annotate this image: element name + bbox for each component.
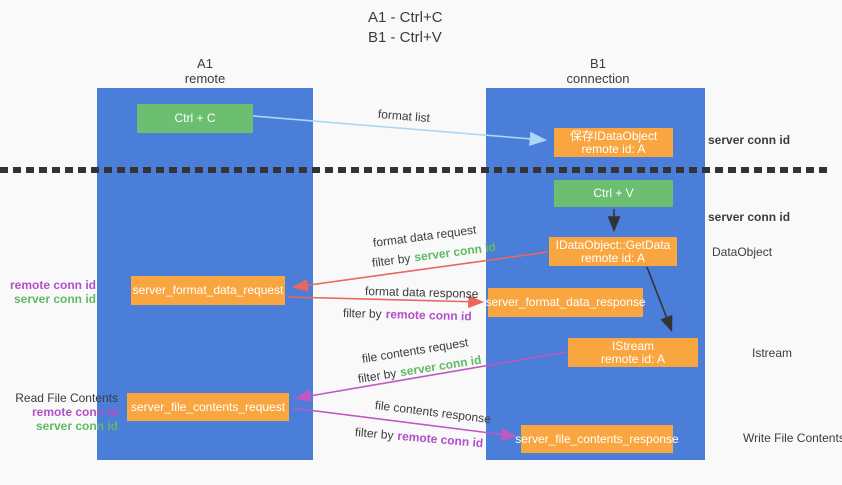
column-b1-id: B1 [590, 56, 606, 71]
node-ctrl-c: Ctrl + C [137, 104, 253, 133]
label-format-data-response: format data response [364, 284, 479, 301]
node-server-format-data-request: server_format_data_request [131, 276, 285, 305]
column-a1-id: A1 [197, 56, 213, 71]
node-server-file-contents-response-label: server_file_contents_response [515, 431, 679, 446]
right-label-server-conn-id-top: server conn id [708, 133, 791, 147]
node-server-format-data-request-label: server_format_data_request [132, 283, 284, 297]
remote-conn-id-text: remote conn id [385, 307, 472, 324]
node-server-format-data-response-label: server_format_data_response [485, 295, 646, 309]
title-line-b1: B1 - Ctrl+V [368, 29, 442, 46]
left-read-file-contents-block: Read File Contents remote conn id server… [6, 391, 118, 433]
left-label-remote-conn-id-2: remote conn id [31, 405, 118, 419]
left-label-server-conn-id-2: server conn id [35, 419, 118, 433]
column-header-a1: A1 remote [150, 56, 260, 86]
session-divider-dashed-line [0, 167, 828, 173]
diagram-title: A1 - Ctrl+C B1 - Ctrl+V [368, 8, 443, 48]
left-label-remote-conn-id-1: remote conn id [9, 278, 96, 292]
arrow-getdata-to-istream [646, 266, 673, 332]
node-ctrl-c-label: Ctrl + C [174, 111, 216, 125]
right-label-istream: Istream [752, 346, 793, 360]
node-ctrl-v-label: Ctrl + V [593, 186, 634, 200]
node-save-idataobject-remote-id: remote id: A [581, 141, 646, 156]
node-istream-title: IStream [611, 338, 654, 353]
node-server-file-contents-request-label: server_file_contents_request [130, 399, 286, 414]
arrow-format-data-response [287, 295, 485, 309]
arrow-file-contents-request [294, 351, 567, 403]
column-b1-role: connection [566, 71, 630, 86]
node-ctrl-v: Ctrl + V [554, 180, 673, 207]
node-istream-remote-id: remote id: A [600, 351, 666, 366]
node-idataobject-getdata: IDataObject::GetData remote id: A [549, 237, 677, 266]
node-server-file-contents-response: server_file_contents_response [515, 425, 679, 453]
left-label-read-file-contents: Read File Contents [15, 391, 118, 405]
node-save-idataobject: 保存IDataObject remote id: A [554, 128, 673, 157]
node-server-file-contents-request: server_file_contents_request [127, 393, 289, 421]
node-istream: IStream remote id: A [568, 338, 698, 367]
right-label-write-file-contents: Write File Contents [743, 431, 842, 445]
column-a1-role: remote [184, 71, 226, 86]
column-header-b1: B1 connection [543, 56, 653, 86]
node-server-format-data-response: server_format_data_response [485, 288, 646, 317]
node-getdata-remote-id: remote id: A [580, 250, 646, 265]
arrow-file-contents-response [291, 407, 518, 441]
right-label-dataobject: DataObject [712, 245, 773, 259]
right-label-server-conn-id-mid: server conn id [708, 210, 791, 224]
left-label-server-conn-id-1: server conn id [13, 292, 96, 306]
arrow-format-list [252, 115, 548, 146]
left-conn-id-block-1: remote conn id server conn id [6, 278, 96, 306]
filter-by-text: filter by [342, 306, 382, 322]
node-getdata-title: IDataObject::GetData [555, 237, 671, 252]
arrow-format-data-request [291, 251, 549, 292]
title-line-a1: A1 - Ctrl+C [368, 9, 443, 26]
node-save-idataobject-title: 保存IDataObject [569, 128, 658, 143]
